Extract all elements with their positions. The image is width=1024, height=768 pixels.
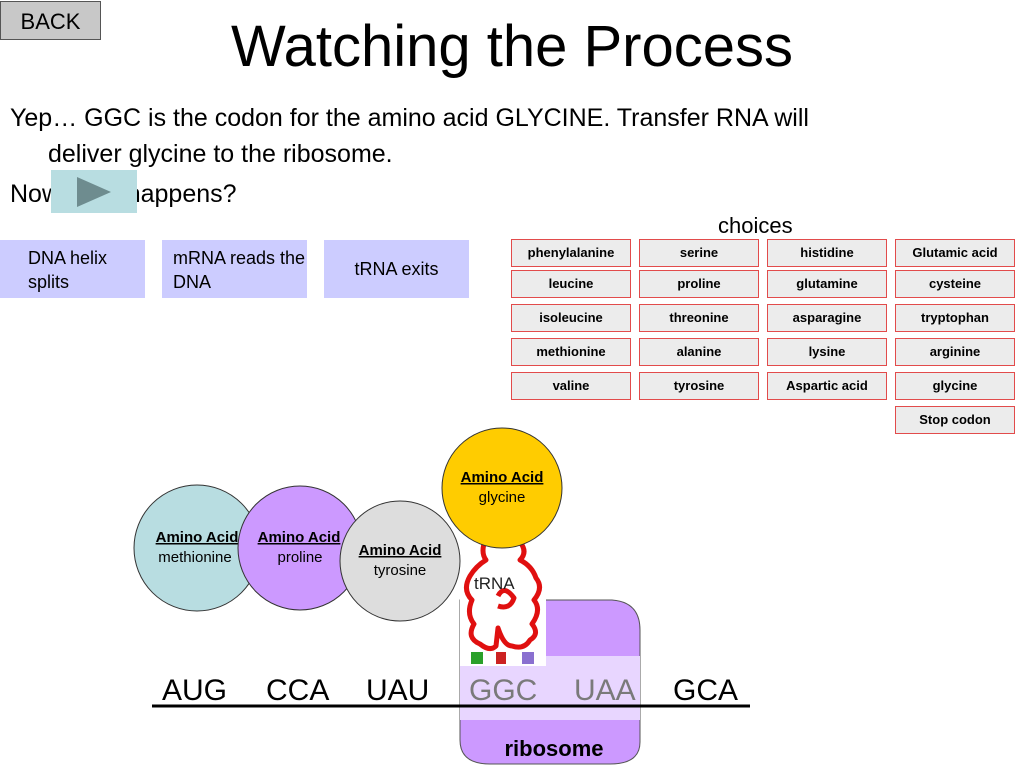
amino-acid-name-glycine: glycine — [479, 489, 526, 506]
amino-acid-methionine — [133, 484, 261, 612]
trna-base-1 — [471, 652, 483, 664]
choice-histidine[interactable]: histidine — [767, 239, 887, 267]
codon-gca: GCA — [673, 674, 738, 707]
page-title: Watching the Process — [231, 14, 793, 79]
amino-acid-label-1: Amino Acid — [156, 529, 239, 546]
step-option-trna-exits[interactable]: tRNA exits — [324, 240, 469, 298]
choice-aspartic-acid[interactable]: Aspartic acid — [767, 372, 887, 400]
choice-serine[interactable]: serine — [639, 239, 759, 267]
choice-phenylalanine[interactable]: phenylalanine — [511, 239, 631, 267]
choice-tyrosine[interactable]: tyrosine — [639, 372, 759, 400]
explanation-line-1: Yep… GGC is the codon for the amino acid… — [10, 104, 809, 132]
codon-ggc: GGC — [469, 674, 537, 707]
choice-stop-codon[interactable]: Stop codon — [895, 406, 1015, 434]
choices-label: choices — [718, 213, 793, 238]
choice-lysine[interactable]: lysine — [767, 338, 887, 366]
choice-glutamic-acid[interactable]: Glutamic acid — [895, 239, 1015, 267]
explanation-line-2: deliver glycine to the ribosome. — [48, 140, 393, 168]
codon-aug: AUG — [162, 674, 227, 707]
choice-leucine[interactable]: leucine — [511, 270, 631, 298]
choice-alanine[interactable]: alanine — [639, 338, 759, 366]
choice-tryptophan[interactable]: tryptophan — [895, 304, 1015, 332]
amino-acid-label-2: Amino Acid — [258, 529, 341, 546]
codon-uaa: UAA — [574, 674, 636, 707]
step-option-dna-helix-splits[interactable]: DNA helix splits — [0, 240, 145, 298]
amino-acid-name-proline: proline — [277, 549, 322, 566]
choice-isoleucine[interactable]: isoleucine — [511, 304, 631, 332]
ribosome-label: ribosome — [504, 736, 603, 761]
codon-uau: UAU — [366, 674, 429, 707]
ribosome-shape — [459, 599, 641, 765]
trna-base-3 — [522, 652, 534, 664]
amino-acid-name-methionine: methionine — [158, 549, 231, 566]
amino-acid-glycine — [441, 427, 563, 549]
amino-acid-proline — [237, 485, 363, 611]
trna-label: tRNA — [474, 574, 515, 593]
choice-methionine[interactable]: methionine — [511, 338, 631, 366]
choice-glycine[interactable]: glycine — [895, 372, 1015, 400]
choice-cysteine[interactable]: cysteine — [895, 270, 1015, 298]
back-button[interactable]: BACK — [0, 1, 101, 40]
choice-glutamine[interactable]: glutamine — [767, 270, 887, 298]
play-button[interactable] — [51, 170, 137, 213]
step-option-mrna-reads-dna[interactable]: mRNA reads the DNA — [162, 240, 307, 298]
amino-acid-name-tyrosine: tyrosine — [374, 562, 427, 579]
choice-threonine[interactable]: threonine — [639, 304, 759, 332]
choice-arginine[interactable]: arginine — [895, 338, 1015, 366]
trna-background — [460, 542, 546, 666]
trna-base-2 — [496, 652, 506, 664]
ribosome-window — [460, 656, 640, 720]
choice-asparagine[interactable]: asparagine — [767, 304, 887, 332]
codon-cca: CCA — [266, 674, 329, 707]
explanation-text: Yep… GGC is the codon for the amino acid… — [10, 100, 1000, 172]
amino-acid-label-4: Amino Acid — [461, 469, 544, 486]
amino-acid-tyrosine — [339, 500, 461, 622]
trna-shape — [464, 535, 542, 652]
amino-acid-label-3: Amino Acid — [359, 542, 442, 559]
question-end: happens? — [126, 180, 237, 208]
choice-valine[interactable]: valine — [511, 372, 631, 400]
choice-proline[interactable]: proline — [639, 270, 759, 298]
play-icon — [77, 177, 111, 207]
